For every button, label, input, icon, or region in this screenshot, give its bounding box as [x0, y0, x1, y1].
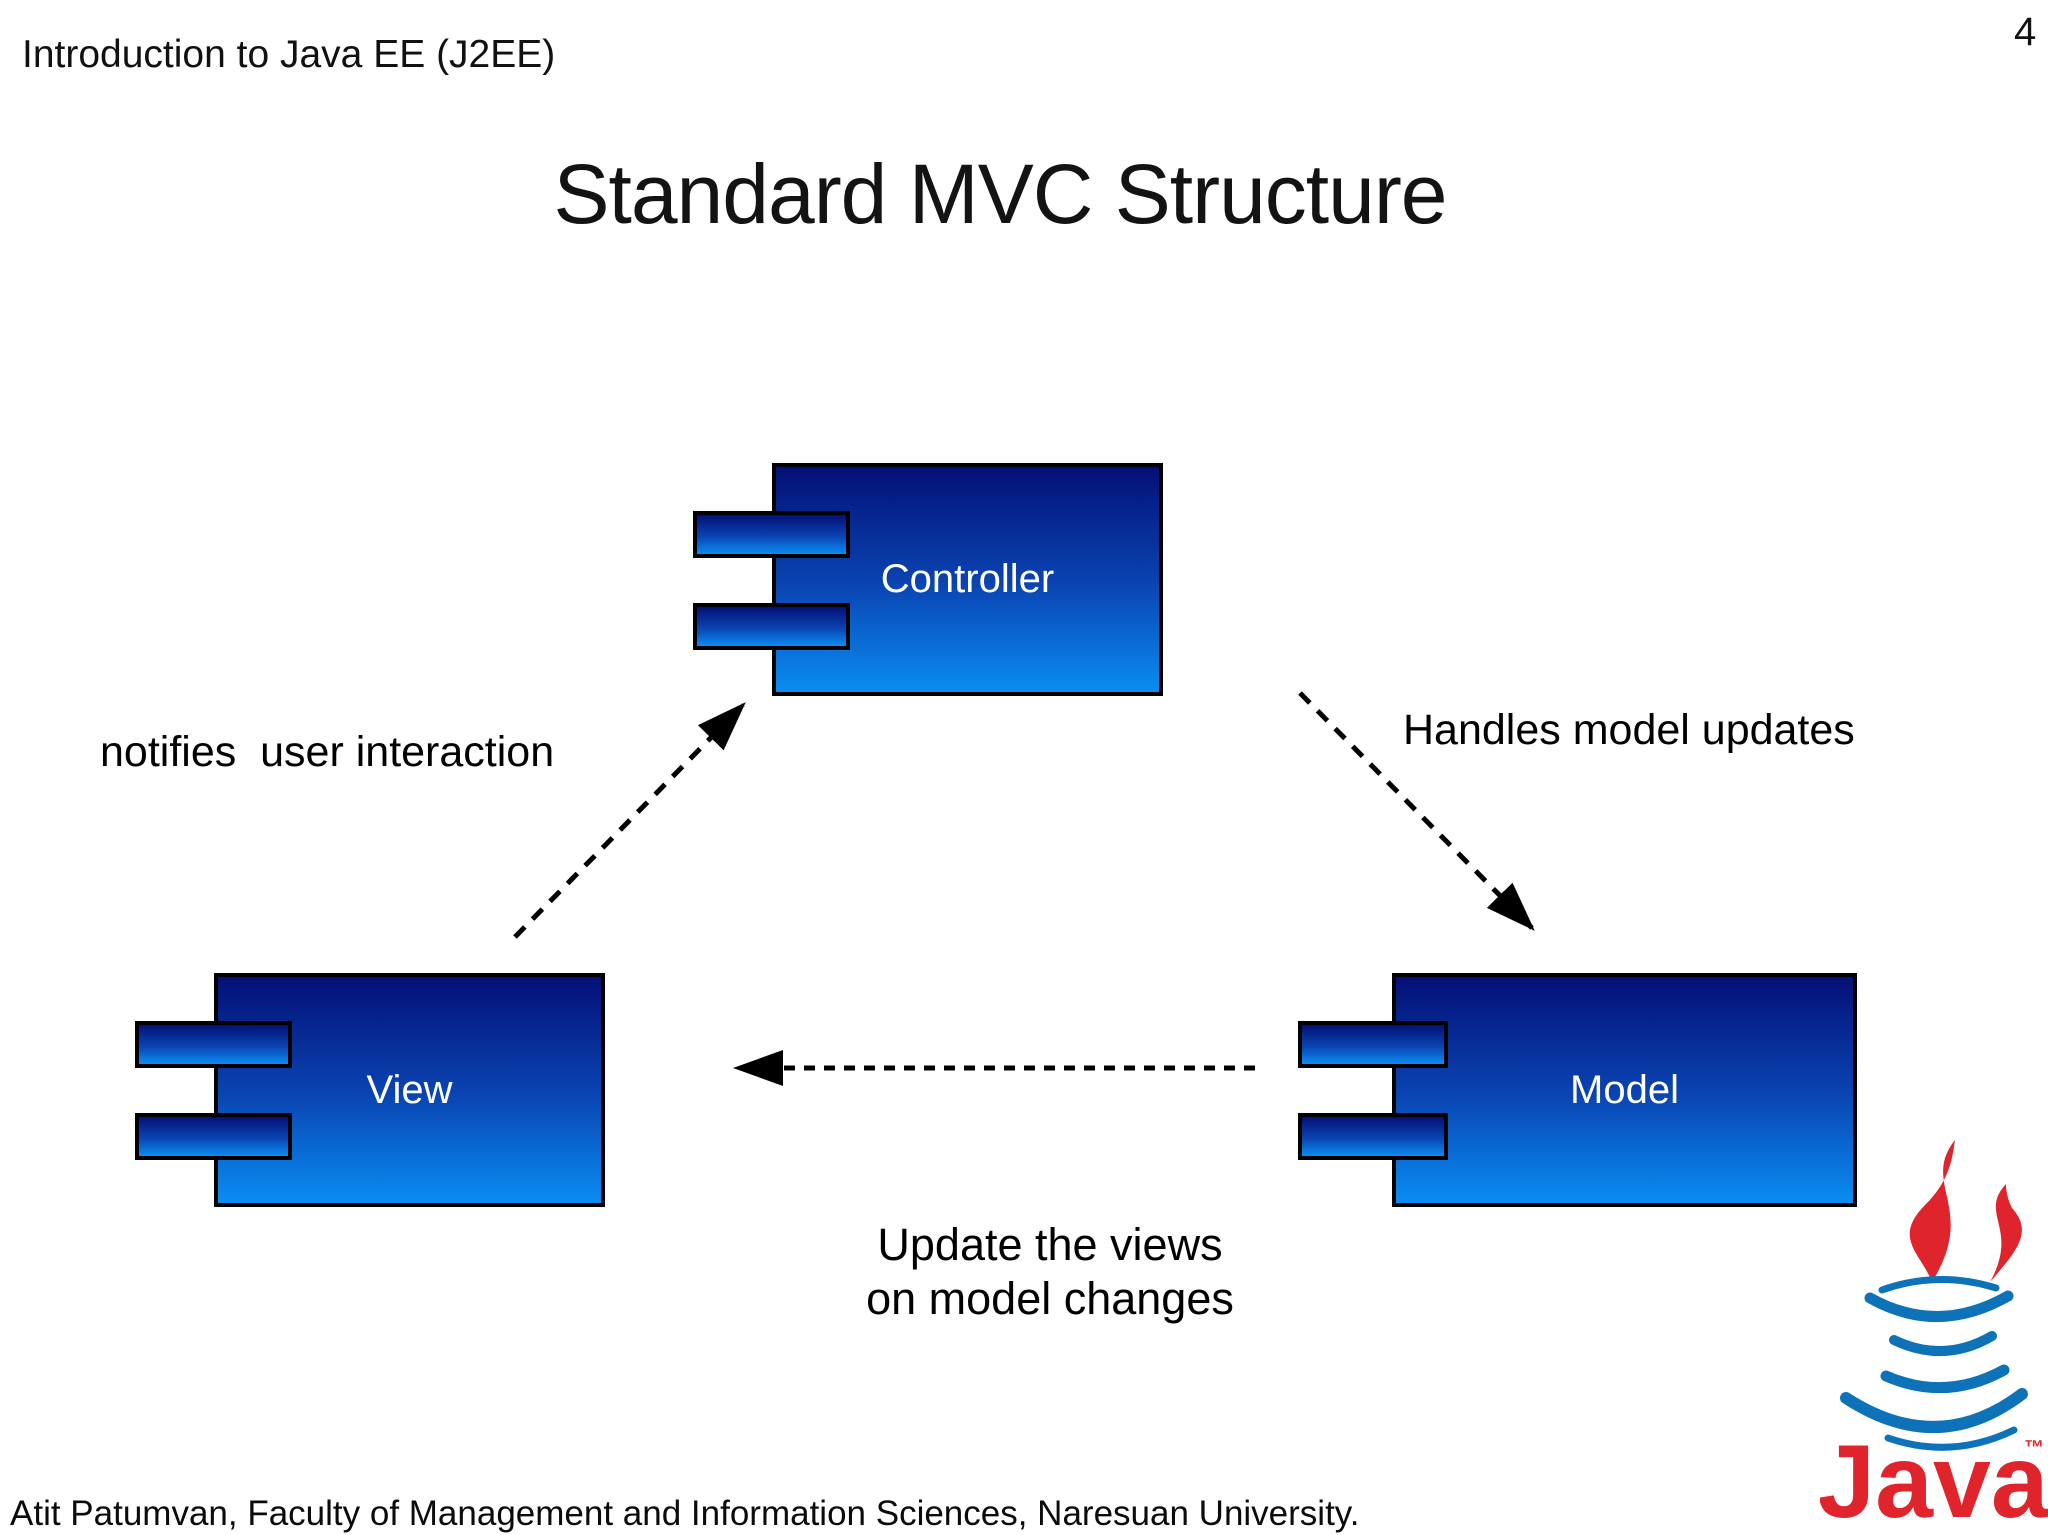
label-update-line2: on model changes: [866, 1273, 1234, 1324]
controller-label: Controller: [880, 557, 1055, 601]
label-update-views: Update the views on model changes: [820, 1218, 1280, 1326]
view-port-icon: [135, 1021, 292, 1068]
label-update-line1: Update the views: [877, 1219, 1223, 1270]
component-model: Model: [1298, 973, 1857, 1207]
model-box: Model: [1392, 973, 1857, 1207]
component-view: View: [135, 973, 605, 1207]
view-label: View: [366, 1067, 453, 1112]
footer-credit: Atit Patumvan, Faculty of Management and…: [10, 1494, 1360, 1533]
model-port-icon: [1298, 1113, 1448, 1160]
label-handles-model-updates: Handles model updates: [1403, 706, 1855, 754]
java-steam-icon: [1990, 1184, 2022, 1282]
java-steam-icon: [1909, 1140, 1955, 1282]
header-course-title: Introduction to Java EE (J2EE): [22, 33, 556, 76]
model-label: Model: [1570, 1067, 1679, 1112]
arrow-view-to-controller: [513, 702, 746, 939]
view-port-icon: [135, 1113, 292, 1160]
slide-title: Standard MVC Structure: [553, 147, 1447, 241]
component-controller: Controller: [693, 463, 1163, 696]
arrow-controller-to-model: [1298, 691, 1535, 931]
model-port-icon: [1298, 1021, 1448, 1068]
java-cup-icon: [1840, 1275, 2028, 1451]
java-wordmark: Java: [1820, 1424, 2048, 1535]
java-logo: Java ™: [1820, 1140, 2048, 1535]
controller-port-icon: [693, 511, 850, 558]
page-number: 4: [2014, 10, 2037, 54]
java-trademark: ™: [2024, 1437, 2044, 1459]
controller-port-icon: [693, 603, 850, 650]
controller-box: Controller: [772, 463, 1163, 696]
label-notifies-user-interaction: notifies user interaction: [100, 728, 555, 776]
view-box: View: [214, 973, 605, 1207]
